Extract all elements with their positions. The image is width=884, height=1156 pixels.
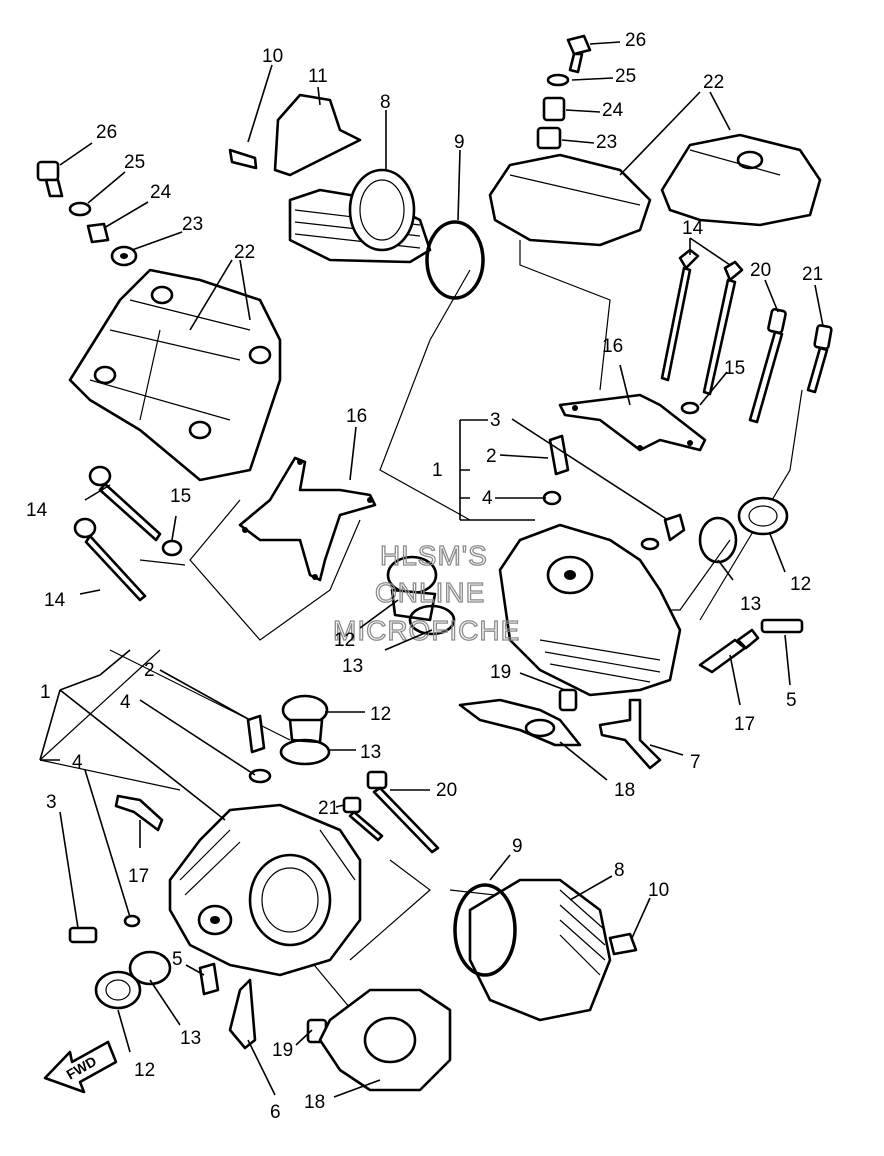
head-cover-left: [68, 268, 282, 482]
callout-16: 16: [346, 406, 367, 427]
callout-numbers: 26 25 24 23 22 10 11 8 9 26 25 24 23 22 …: [26, 30, 823, 1123]
intake-joint-top: [228, 93, 485, 300]
callout-4: 4: [482, 488, 493, 509]
gasket-bottom: [228, 978, 452, 1092]
callout-26: 26: [96, 122, 117, 143]
callout-25: 25: [124, 152, 145, 173]
callout-13: 13: [360, 742, 381, 763]
callout-20: 20: [750, 260, 771, 281]
head-bolts-right: [660, 248, 833, 424]
callout-15: 15: [724, 358, 745, 379]
small-parts-bottom-left: [68, 794, 220, 1010]
head-cover-right-a: [488, 153, 652, 247]
callout-13: 13: [342, 656, 363, 677]
callout-20: 20: [436, 780, 457, 801]
callout-2: 2: [486, 446, 497, 467]
gasket-right: [458, 688, 662, 770]
callout-17: 17: [734, 714, 755, 735]
spark-plug-right: [698, 618, 804, 674]
callout-5: 5: [172, 949, 183, 970]
callout-23: 23: [596, 132, 617, 153]
watermark-line1: HLSM'S: [380, 540, 488, 571]
callout-16: 16: [602, 336, 623, 357]
callout-12: 12: [334, 630, 355, 651]
callout-21: 21: [802, 264, 823, 285]
callout-5: 5: [786, 690, 797, 711]
callout-9: 9: [512, 836, 523, 857]
chain-guide-right: [558, 393, 707, 452]
fwd-arrow-icon: FWD: [43, 1040, 118, 1094]
callout-8: 8: [380, 92, 391, 113]
callout-2: 2: [144, 660, 155, 681]
callout-8: 8: [614, 860, 625, 881]
plug-12-center: [386, 555, 456, 636]
callout-22: 22: [234, 242, 255, 263]
cylinder-head-left: [168, 714, 362, 977]
head-bolts-left: [73, 465, 183, 602]
callout-11: 11: [308, 66, 328, 87]
callout-4: 4: [120, 692, 131, 713]
callout-14: 14: [26, 500, 48, 521]
head-bolts-bottom: [342, 770, 440, 854]
callout-26: 26: [625, 30, 646, 51]
callout-3: 3: [46, 792, 57, 813]
callout-14: 14: [682, 218, 704, 239]
plug-12-bottom: [279, 694, 331, 766]
cover-bolt-stack-right: [536, 34, 592, 150]
callout-1: 1: [432, 460, 443, 481]
callout-22: 22: [703, 72, 724, 93]
callout-18: 18: [614, 780, 635, 801]
callout-1: 1: [40, 682, 51, 703]
watermark: HLSM'S ONLINE MICROFICHE: [332, 539, 520, 646]
chain-guide-left: [238, 456, 377, 582]
callout-25: 25: [615, 66, 636, 87]
watermark-line2: ONLINE: [375, 577, 485, 608]
watermark-line3: MICROFICHE: [333, 615, 520, 646]
callout-10: 10: [648, 880, 669, 901]
cover-bolt-stack-left: [36, 160, 138, 267]
callout-15: 15: [170, 486, 191, 507]
callout-6: 6: [270, 1102, 281, 1123]
leader-lines: [39, 41, 824, 1098]
callout-12: 12: [134, 1060, 155, 1081]
callout-19: 19: [272, 1040, 293, 1061]
callout-21: 21: [318, 798, 339, 819]
callout-12: 12: [370, 704, 391, 725]
callout-4: 4: [72, 752, 83, 773]
callout-24: 24: [602, 100, 624, 121]
callout-13: 13: [740, 594, 761, 615]
callout-3: 3: [490, 410, 501, 431]
callout-18: 18: [304, 1092, 325, 1113]
callout-10: 10: [262, 46, 283, 67]
callout-19: 19: [490, 662, 511, 683]
assembly-lines: [39, 240, 803, 1021]
intake-joint-bottom: [453, 878, 638, 1022]
callout-13: 13: [180, 1028, 201, 1049]
callout-7: 7: [690, 752, 701, 773]
callout-17: 17: [128, 866, 149, 887]
head-cover-right-b: [660, 133, 822, 227]
callout-14: 14: [44, 590, 66, 611]
callout-12: 12: [790, 574, 811, 595]
plug-12-right: [698, 496, 789, 564]
callout-9: 9: [454, 132, 465, 153]
cylinder-head-right: [498, 434, 686, 697]
callout-24: 24: [150, 182, 172, 203]
callout-23: 23: [182, 214, 203, 235]
